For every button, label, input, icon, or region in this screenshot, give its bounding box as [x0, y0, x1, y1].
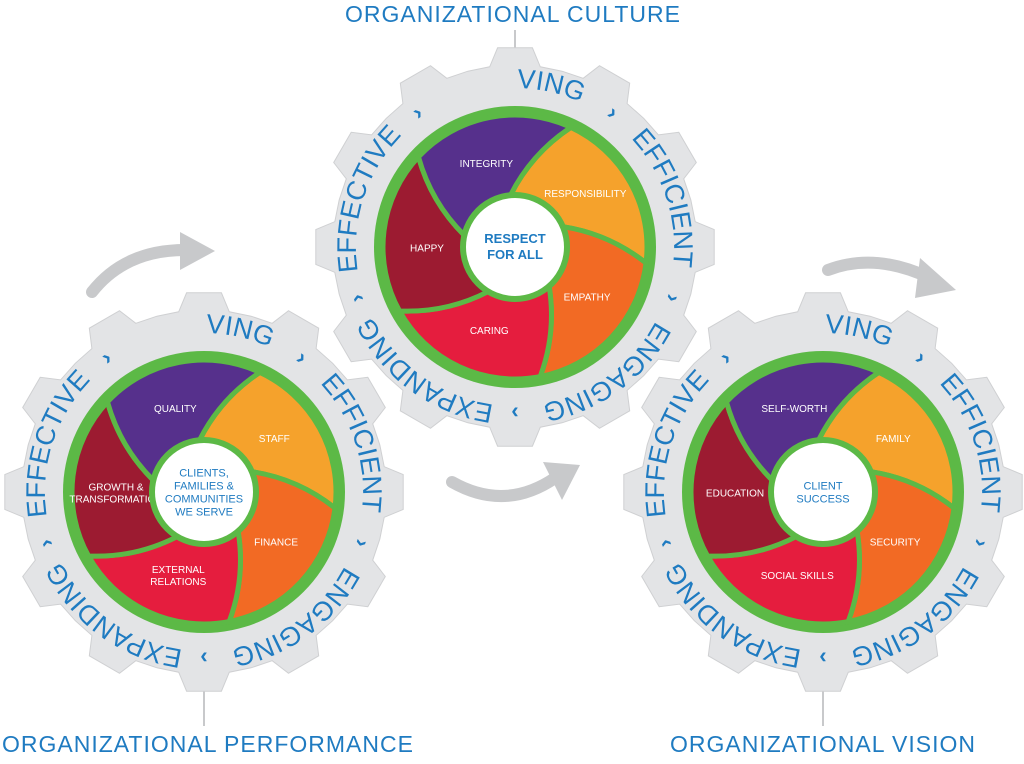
segment-label: RESPONSIBILITY — [544, 189, 627, 200]
title-organizational-vision: ORGANIZATIONAL VISION — [670, 731, 976, 757]
flow-arrow-culture-to-outer — [822, 256, 956, 298]
segment-label: STAFF — [259, 434, 290, 445]
chevron-icon: › — [511, 401, 518, 426]
segment-label: FINANCE — [254, 537, 298, 548]
chevron-icon: › — [819, 646, 826, 671]
title-organizational-performance: ORGANIZATIONAL PERFORMANCE — [2, 731, 414, 757]
hub — [768, 437, 878, 547]
segment-label: FAMILY — [876, 434, 911, 445]
gear-culture: EVOLVING›EFFICIENT›ENGAGING›EXPANDING›EF… — [0, 0, 715, 447]
hub — [149, 437, 259, 547]
chevron-icon: › — [200, 646, 207, 671]
hub — [460, 192, 570, 302]
segment-label: SOCIAL SKILLS — [761, 571, 834, 582]
segment-label: EMPATHY — [564, 292, 611, 303]
segment-label: SELF-WORTH — [761, 404, 827, 415]
segment-label: EDUCATION — [706, 489, 764, 500]
title-organizational-culture: ORGANIZATIONAL CULTURE — [345, 1, 681, 27]
segment-label: INTEGRITY — [460, 159, 514, 170]
flow-arrow-culture-to-vision — [446, 462, 580, 503]
ring-word-evolving: EVOLVING — [0, 0, 279, 353]
segment-label: SECURITY — [870, 537, 921, 548]
flow-arrow-performance-to-culture — [86, 232, 215, 298]
segment-label: CARING — [470, 326, 509, 337]
segment-label: HAPPY — [410, 244, 444, 255]
segment-label: GROWTH &TRANSFORMATION — [69, 483, 162, 506]
segment-label: QUALITY — [154, 404, 197, 415]
